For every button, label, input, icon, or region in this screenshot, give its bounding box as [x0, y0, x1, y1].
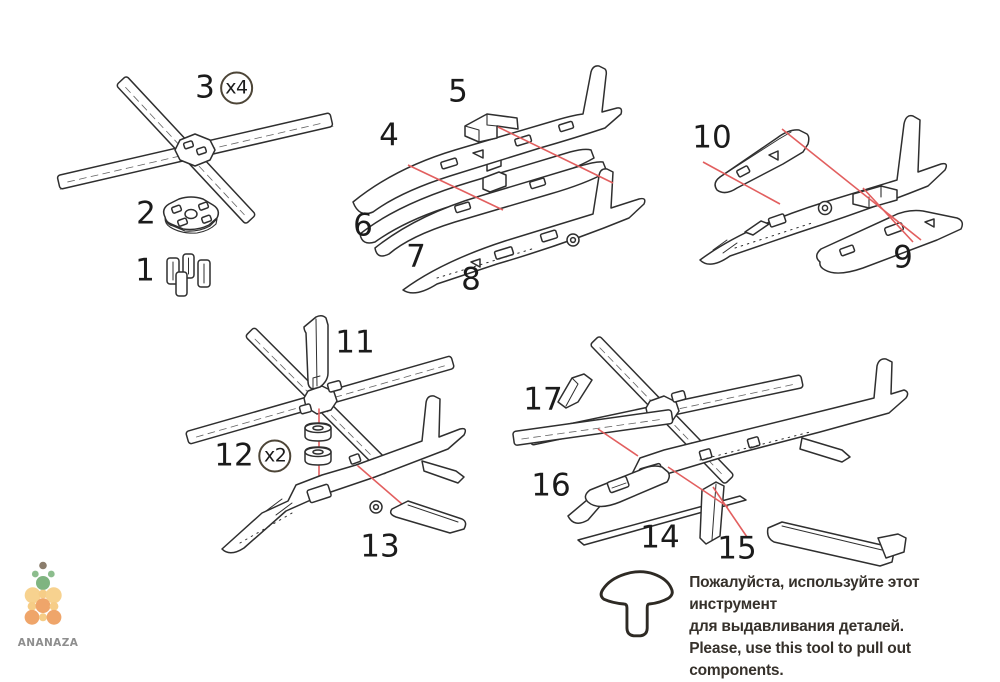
step-label-6: 6	[353, 207, 373, 244]
note-line-ru-2: для выдавливания деталей.	[689, 618, 904, 635]
brand-logo: ANANAZA	[12, 558, 84, 649]
step-label-9: 9	[893, 239, 913, 276]
fuselage-panels-drawing	[699, 114, 964, 274]
note-line-ru-1: Пожалуйста, используйте этот инструмент	[689, 574, 920, 613]
step-label-8: 8	[461, 261, 481, 298]
step-label-5: 5	[448, 73, 468, 110]
step-label-3: 3 x4	[195, 69, 253, 106]
part-16-pod	[584, 465, 671, 508]
part-11-vertical-blade	[303, 314, 329, 390]
step-number: 12	[214, 437, 254, 474]
step-label-12: 12 x2	[214, 437, 292, 474]
quantity-badge: x4	[219, 71, 253, 105]
assembly-instruction-sheet: ANANAZA Пожалуйста, используйте этот инс…	[12, 65, 964, 679]
assembly-guide-lines	[407, 126, 614, 211]
step-label-4: 4	[379, 117, 399, 154]
fuselage-frames-drawing	[352, 65, 646, 294]
assembly-guide-lines	[702, 128, 922, 243]
step-label-15: 15	[717, 530, 757, 567]
step-number: 3	[195, 69, 215, 106]
part-14-support	[699, 481, 725, 545]
part-13-strut	[369, 500, 467, 534]
part-10-panel	[714, 129, 810, 194]
part-17-blade	[512, 373, 674, 446]
punch-tool-icon	[599, 570, 674, 638]
brand-name: ANANAZA	[17, 637, 79, 649]
helicopter-final-assembly-drawing	[512, 336, 909, 567]
part-2-hub-plate	[162, 196, 220, 234]
pineapple-logo-icon	[24, 561, 62, 625]
part-15-tail-skid	[766, 521, 907, 567]
step-label-10: 10	[692, 119, 732, 156]
step-label-11: 11	[335, 324, 375, 361]
tool-note: Пожалуйста, используйте этот инструмент …	[598, 566, 1000, 682]
step-label-16: 16	[531, 467, 571, 504]
step-label-13: 13	[360, 528, 400, 565]
step-label-17: 17	[523, 381, 563, 418]
part-1-connector	[166, 253, 211, 297]
assembly-guide-lines	[597, 428, 748, 538]
step-label-2: 2	[136, 195, 156, 232]
rotor-parts-drawing	[56, 76, 334, 297]
note-line-en: Please, use this tool to pull out compon…	[689, 640, 911, 679]
step-label-1: 1	[135, 252, 155, 289]
step-label-14: 14	[640, 519, 680, 556]
part-9-panel	[816, 209, 964, 274]
part-5-bracket	[464, 113, 519, 143]
helicopter-rotor-assembly-drawing	[185, 314, 467, 554]
step-label-7: 7	[406, 238, 426, 275]
tool-note-text: Пожалуйста, используйте этот инструмент …	[689, 566, 1000, 682]
part-12-spools	[304, 422, 332, 466]
quantity-badge: x2	[258, 439, 292, 473]
